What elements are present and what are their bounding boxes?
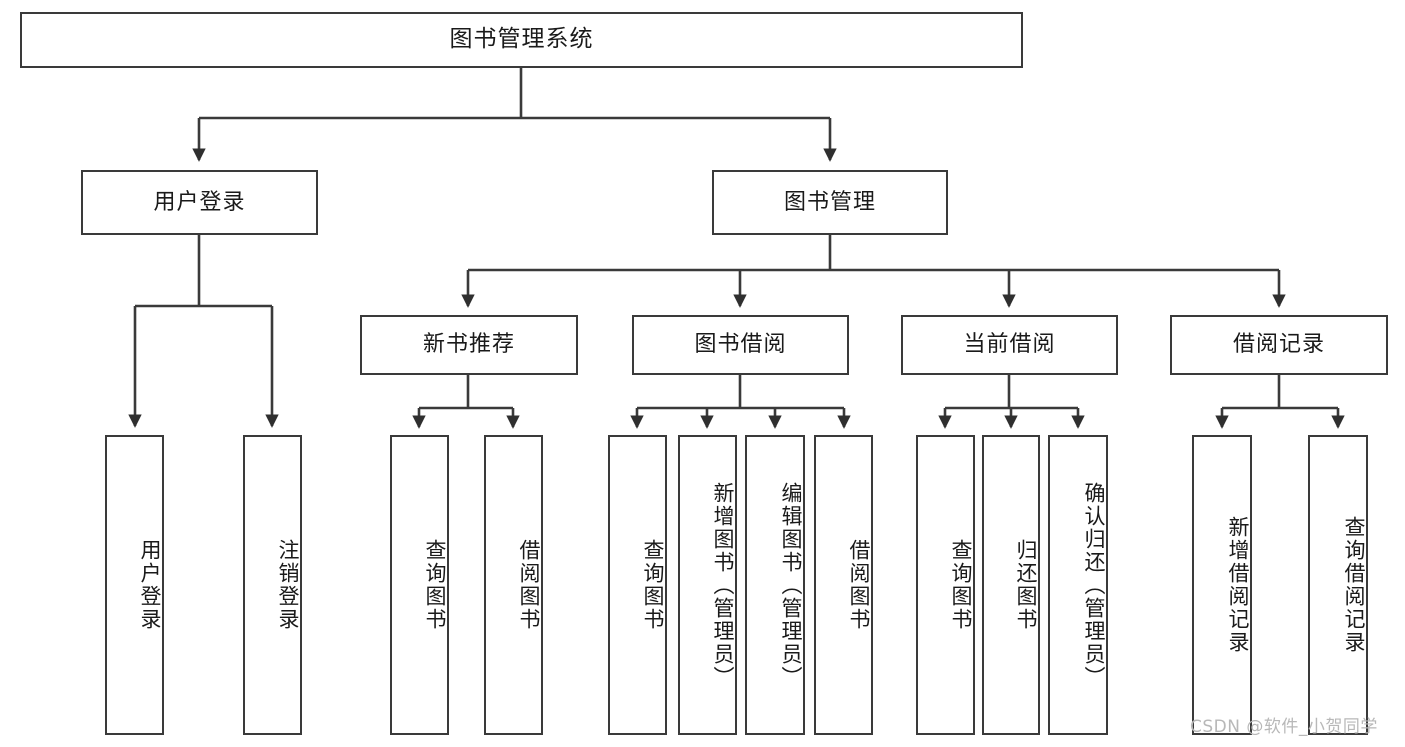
leaf-query-book-recommend[interactable]: 查询图书: [390, 435, 449, 735]
leaf-user-login-label: 用户登录: [138, 539, 162, 631]
leaf-query-book-label: 查询图书: [641, 539, 665, 631]
node-current-borrow[interactable]: 当前借阅: [901, 315, 1118, 375]
node-user-login-label: 用户登录: [153, 189, 246, 215]
leaf-query-book[interactable]: 查询图书: [608, 435, 667, 735]
node-book-management[interactable]: 图书管理: [712, 170, 948, 235]
leaf-query-book-current[interactable]: 查询图书: [916, 435, 975, 735]
node-book-borrow-label: 图书借阅: [694, 332, 787, 358]
leaf-borrow-book-label: 借阅图书: [847, 539, 871, 631]
node-root-label: 图书管理系统: [449, 26, 594, 53]
node-book-borrow[interactable]: 图书借阅: [632, 315, 849, 375]
node-user-login[interactable]: 用户登录: [81, 170, 318, 235]
leaf-user-login[interactable]: 用户登录: [105, 435, 164, 735]
leaf-borrow-book[interactable]: 借阅图书: [814, 435, 873, 735]
node-borrow-record-label: 借阅记录: [1232, 332, 1325, 358]
node-root[interactable]: 图书管理系统: [20, 12, 1023, 68]
leaf-confirm-return-admin[interactable]: 确认归还（管理员）: [1048, 435, 1108, 735]
leaf-add-borrow-record-label: 新增借阅记录: [1226, 516, 1250, 654]
node-book-management-label: 图书管理: [783, 189, 876, 215]
leaf-edit-book-admin-label: 编辑图书（管理员）: [779, 481, 803, 689]
leaf-query-book-recommend-label: 查询图书: [423, 539, 447, 631]
leaf-borrow-book-recommend-label: 借阅图书: [517, 539, 541, 631]
csdn-watermark: CSDN @软件_小贺同学: [1190, 717, 1378, 737]
leaf-confirm-return-admin-label: 确认归还（管理员）: [1082, 481, 1106, 689]
leaf-query-borrow-record-label: 查询借阅记录: [1342, 516, 1366, 654]
leaf-query-borrow-record[interactable]: 查询借阅记录: [1308, 435, 1368, 735]
node-current-borrow-label: 当前借阅: [963, 332, 1056, 358]
leaf-borrow-book-recommend[interactable]: 借阅图书: [484, 435, 543, 735]
node-new-book-recommend-label: 新书推荐: [422, 332, 515, 358]
leaf-query-book-current-label: 查询图书: [949, 539, 973, 631]
leaf-add-borrow-record[interactable]: 新增借阅记录: [1192, 435, 1252, 735]
leaf-return-book-label: 归还图书: [1014, 539, 1038, 631]
leaf-edit-book-admin[interactable]: 编辑图书（管理员）: [745, 435, 805, 735]
leaf-add-book-admin[interactable]: 新增图书（管理员）: [678, 435, 737, 735]
node-new-book-recommend[interactable]: 新书推荐: [360, 315, 578, 375]
leaf-add-book-admin-label: 新增图书（管理员）: [711, 481, 735, 689]
node-borrow-record[interactable]: 借阅记录: [1170, 315, 1388, 375]
leaf-user-logout-label: 注销登录: [276, 539, 300, 631]
leaf-return-book[interactable]: 归还图书: [982, 435, 1040, 735]
leaf-user-logout[interactable]: 注销登录: [243, 435, 302, 735]
